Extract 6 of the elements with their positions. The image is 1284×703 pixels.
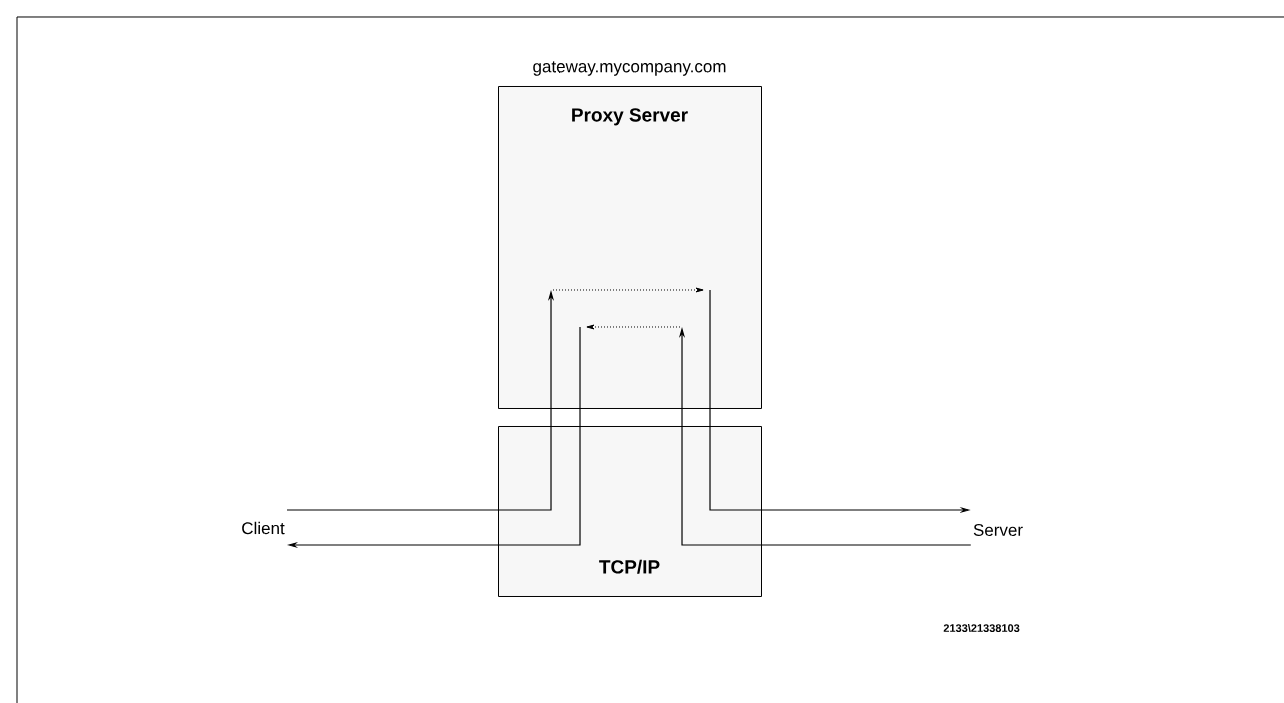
endpoint-label: Client (242, 521, 285, 535)
endpoint-label: Server (973, 523, 1023, 536)
figure-number: 2133\21338103 (943, 623, 1020, 633)
process-box: TCP/IP (498, 426, 762, 597)
node-label: gateway.mycompany.com (533, 61, 726, 76)
process-box: gateway.mycompany.com Proxy Server (498, 61, 762, 409)
